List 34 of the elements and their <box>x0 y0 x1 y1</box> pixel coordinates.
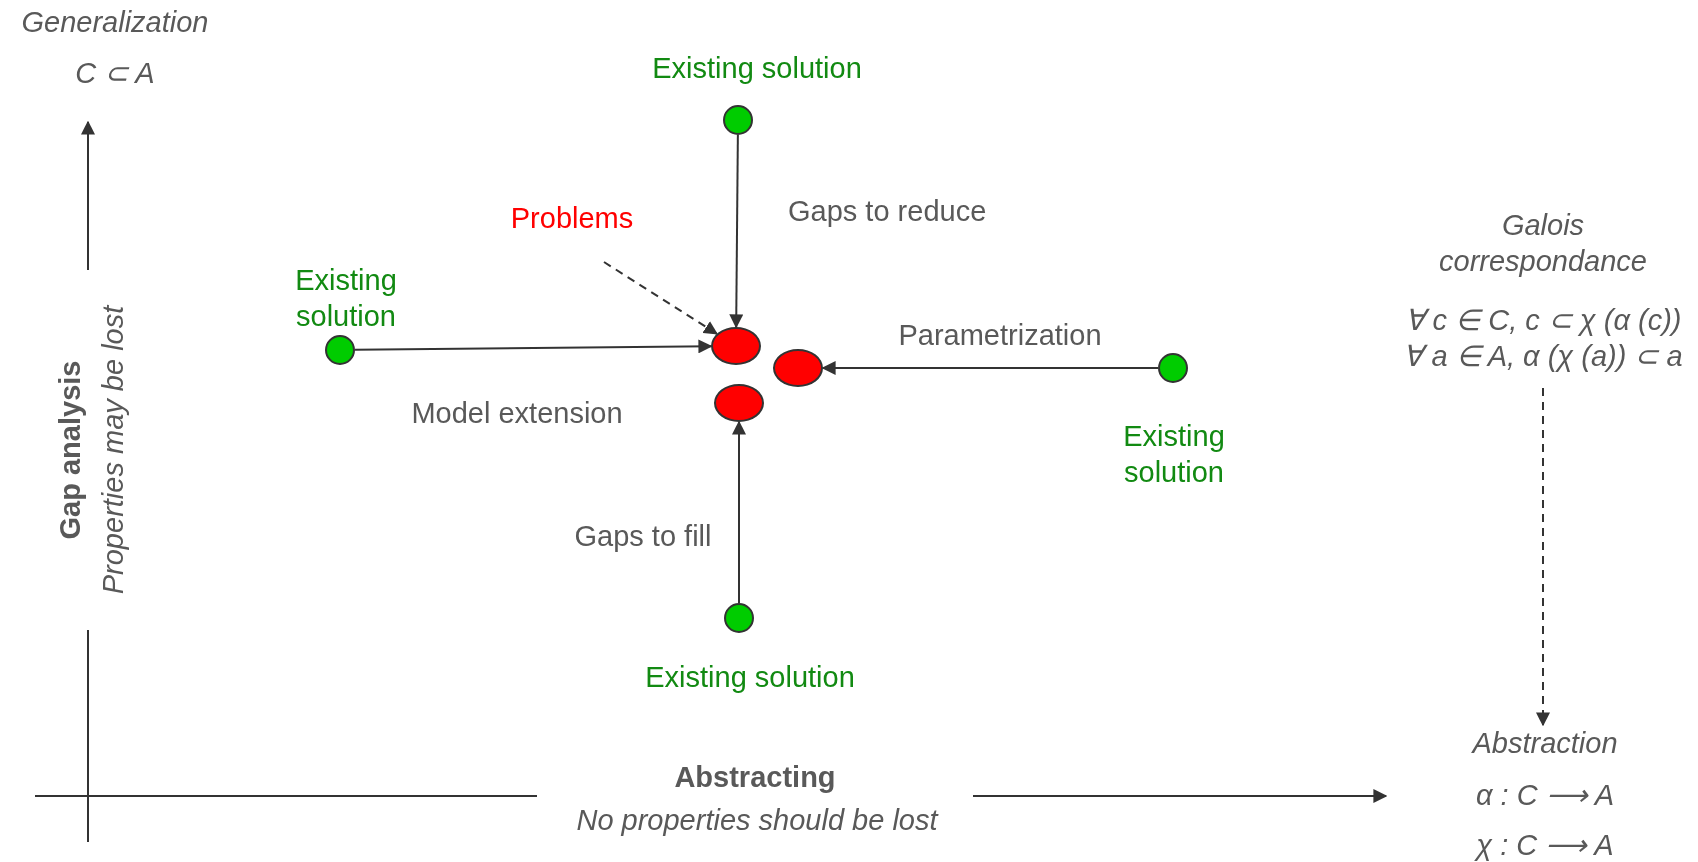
edge-label: Gaps to reduce <box>788 193 987 229</box>
solution-caption: Existing solution <box>652 50 862 86</box>
heading-text: Abstraction <box>1472 725 1618 761</box>
solution-caption: Existing solution <box>645 659 855 695</box>
solution-caption: Existing solution <box>1122 418 1226 490</box>
axis-title: Generalization <box>21 4 209 40</box>
solution-dot <box>325 335 355 365</box>
axis-title: Gap analysis <box>52 360 87 540</box>
formula-text: α : C ⟶ A <box>1476 777 1614 813</box>
formula-text: χ : C ⟶ A <box>1476 827 1614 862</box>
problem-ellipse <box>773 349 823 387</box>
arrow <box>354 339 713 354</box>
solution-dot <box>724 603 754 633</box>
heading-text: Galois correspondance <box>1438 207 1648 279</box>
axis-note: No properties should be lost <box>576 802 938 838</box>
problem-ellipse <box>714 384 764 422</box>
arrow <box>603 261 718 335</box>
problem-ellipse <box>711 327 761 365</box>
arrow <box>732 420 746 604</box>
edge-label: Model extension <box>411 395 623 431</box>
formula-text: ∀ c ∈ C, c ⊂ χ (α (c)) <box>1404 302 1682 338</box>
edge-label: Parametrization <box>898 317 1102 353</box>
edge-label: Gaps to fill <box>574 518 712 554</box>
arrow <box>821 361 1159 375</box>
formula-text: C ⊂ A <box>75 55 155 91</box>
arrow <box>1536 387 1550 727</box>
solution-caption: Existing solution <box>294 262 398 334</box>
axis-note: Properties may be lost <box>95 305 130 595</box>
arrow <box>729 134 744 329</box>
formula-text: ∀ a ∈ A, α (χ (a)) ⊂ a <box>1403 338 1683 374</box>
solution-dot <box>1158 353 1188 383</box>
problems-label: Problems <box>510 200 634 236</box>
axis-title: Abstracting <box>674 759 836 795</box>
solution-dot <box>723 105 753 135</box>
